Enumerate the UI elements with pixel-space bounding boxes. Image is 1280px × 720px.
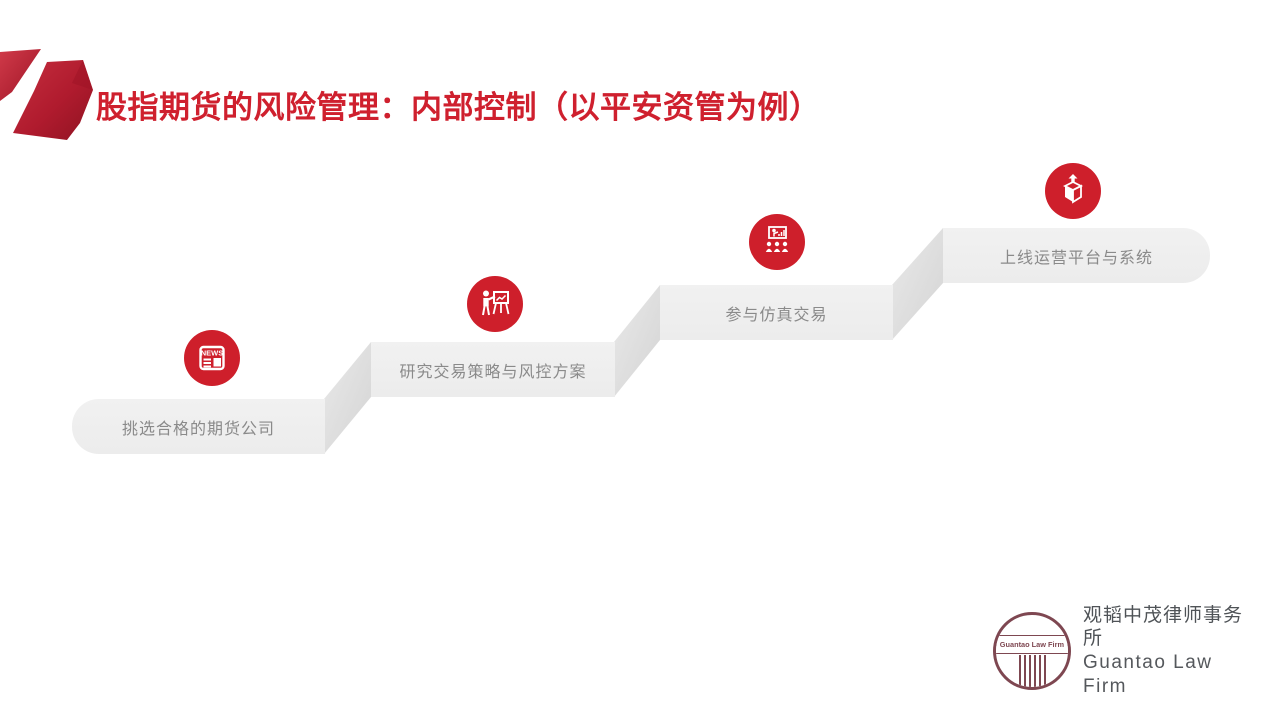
step-bar-1: 挑选合格的期货公司 [72, 399, 325, 454]
step-connector [614, 285, 660, 397]
step-bar-4: 上线运营平台与系统 [943, 228, 1210, 283]
seal-banner-text: Guantao Law Firm [999, 640, 1065, 649]
step-connector [324, 342, 371, 454]
presenter-easel-icon [467, 276, 523, 332]
guantao-seal-logo: Guantao Law Firm [993, 612, 1071, 690]
footer-brand: Guantao Law Firm 观韬中茂律师事务所 Guantao Law F… [993, 604, 1253, 699]
launch-box-icon [1045, 163, 1101, 219]
seal-banner: Guantao Law Firm [996, 635, 1068, 654]
newspaper-icon: NEWS [184, 330, 240, 386]
step-label: 挑选合格的期货公司 [121, 420, 275, 438]
step-label: 上线运营平台与系统 [999, 249, 1153, 267]
step-label: 参与仿真交易 [725, 306, 828, 324]
newspaper-icon-text: NEWS [201, 349, 224, 358]
step-connector [892, 228, 943, 340]
seal-column-stripes [1019, 655, 1047, 687]
step-label: 研究交易策略与风控方案 [399, 363, 587, 381]
simulation-training-icon [749, 214, 805, 270]
firm-name-cn: 观韬中茂律师事务所 [1083, 604, 1244, 650]
brand-crystal-logo [0, 49, 93, 140]
step-bar-3: 参与仿真交易 [660, 285, 893, 340]
step-bar-2: 研究交易策略与风控方案 [371, 342, 615, 397]
firm-names: 观韬中茂律师事务所 Guantao Law Firm [1083, 604, 1253, 699]
firm-name-en: Guantao Law Firm [1083, 652, 1213, 697]
page-title: 股指期货的风险管理：内部控制（以平安资管为例） [96, 90, 821, 125]
